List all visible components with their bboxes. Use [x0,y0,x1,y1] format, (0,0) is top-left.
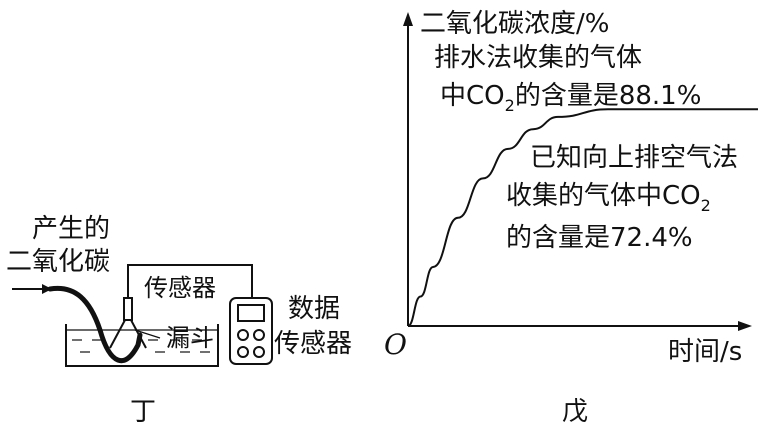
sensor-wire [127,264,253,298]
gas-tube [47,285,143,364]
annotation-top-line1: 排水法收集的气体 [434,43,642,73]
x-axis-arrow-icon [738,321,752,331]
data-sensor-label-line2: 传感器 [274,329,352,359]
annotation-top-line2-sub: 2 [505,96,515,115]
data-sensor-label-line1: 数据 [288,294,340,324]
annotation-mid-line2-a: 收集的气体中CO [506,181,701,211]
annotation-top-line2-b: 的含量是88.1% [515,81,702,111]
y-axis-label: 二氧化碳浓度/% [420,9,609,39]
co2-concentration-chart: 二氧化碳浓度/% 时间/s O 排水法收集的气体 中CO2的含量是88.1% 已… [384,9,758,427]
data-logger-buttons [237,329,265,358]
source-label-line2: 二氧化碳 [6,247,110,277]
experiment-apparatus: 产生的 二氧化碳 传感器 漏斗 数据 传感器 [6,214,352,427]
y-axis-arrow-icon [403,12,413,26]
x-axis-label: 时间/s [668,337,742,367]
funnel-label: 漏斗 [166,324,214,352]
annotation-mid-line2-sub: 2 [701,196,711,215]
annotation-top-line2: 中CO2的含量是88.1% [440,81,701,115]
annotation-mid-line3: 的含量是72.4% [506,223,693,253]
series-line [407,108,758,327]
annotation-mid-line1: 已知向上排空气法 [530,143,738,173]
origin-label: O [384,328,407,361]
funnel-leader-line [134,329,161,339]
left-caption: 丁 [130,397,156,427]
inlet-arrowhead-icon [42,284,52,294]
water-trough [65,324,219,367]
water-hatching [72,339,210,353]
right-caption: 戊 [562,397,588,427]
annotation-mid-line2: 收集的气体中CO2 [506,181,711,215]
sensor-probe [123,297,133,321]
annotation-top-line2-a: 中CO [440,81,505,111]
data-logger-device [229,297,273,365]
source-label-line1: 产生的 [32,214,110,244]
sensor-label: 传感器 [144,274,216,302]
data-logger-screen [237,304,265,322]
